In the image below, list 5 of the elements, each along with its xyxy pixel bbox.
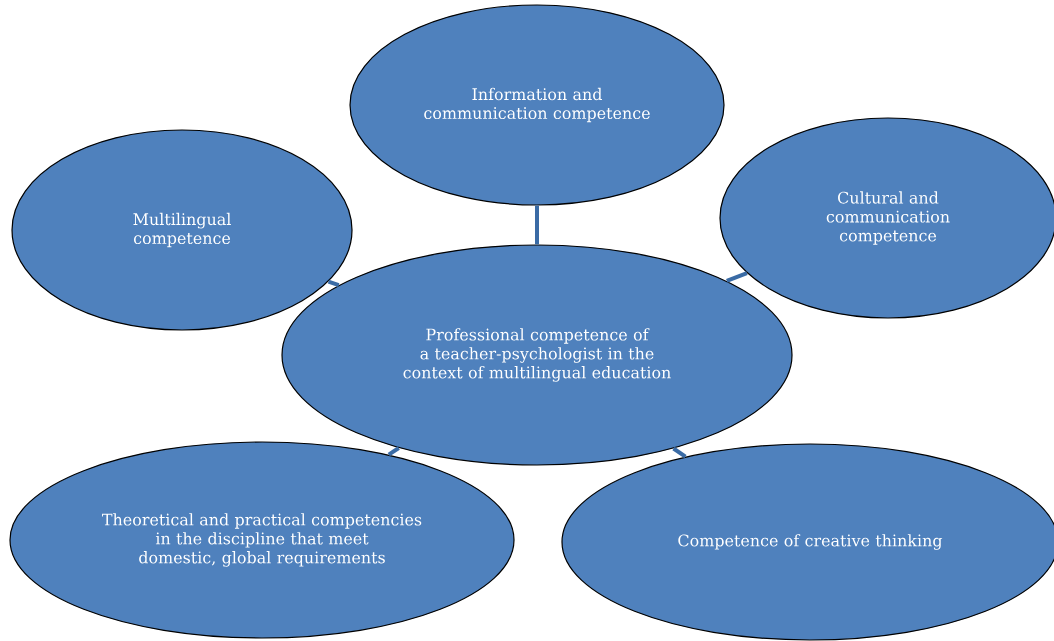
connector-line xyxy=(672,446,687,459)
connector-line xyxy=(726,271,748,283)
connector-line xyxy=(535,205,539,245)
connector-line xyxy=(387,446,400,457)
connector-line xyxy=(327,279,340,288)
